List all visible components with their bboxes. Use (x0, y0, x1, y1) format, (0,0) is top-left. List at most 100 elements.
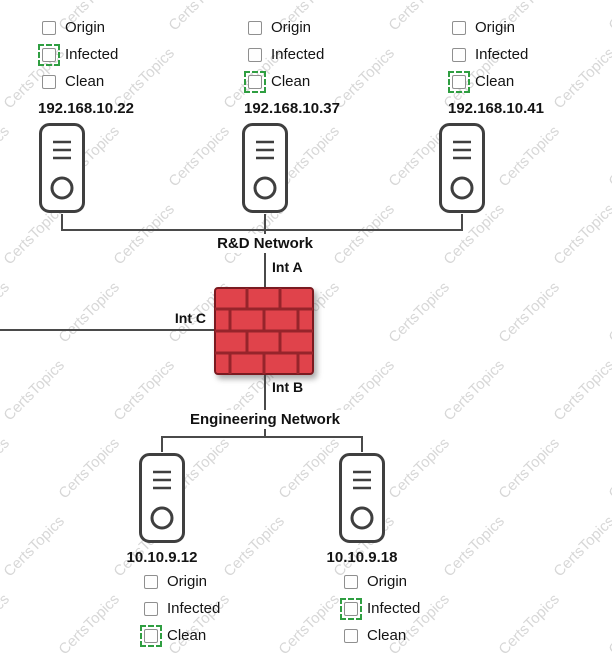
server-ip: 10.10.9.18 (326, 549, 398, 566)
option-infected[interactable]: Infected (140, 597, 220, 620)
checkbox[interactable] (144, 574, 158, 589)
checkbox-highlight (140, 571, 162, 593)
checkbox-highlight (244, 44, 266, 66)
checkbox-label: Origin (167, 573, 208, 590)
checkbox-label: Infected (167, 600, 221, 617)
rnd-network-label: R&D Network (195, 234, 335, 253)
watermark-text: CertsTopics (55, 278, 123, 347)
checkbox-highlight (38, 43, 60, 66)
checkbox-highlight (340, 571, 362, 593)
server-icon (241, 122, 289, 214)
watermark-text: CertsTopics (55, 590, 123, 659)
options-192-168-10-41: Origin Infected Clean 192.168.10.41 (448, 16, 544, 117)
int-c-line (0, 329, 214, 331)
checkbox[interactable] (344, 601, 358, 616)
checkbox[interactable] (452, 47, 466, 62)
checkbox[interactable] (452, 20, 466, 35)
watermark-text: CertsTopics (495, 434, 563, 503)
watermark-text: CertsTopics (220, 512, 288, 581)
watermark-text: CertsTopics (0, 590, 13, 659)
watermark-text: CertsTopics (495, 590, 563, 659)
connector-line (461, 214, 463, 230)
connector-line (61, 214, 63, 230)
option-infected[interactable]: Infected (448, 43, 544, 66)
watermark-text: CertsTopics (110, 356, 178, 425)
option-clean[interactable]: Clean (38, 70, 134, 93)
watermark-text: CertsTopics (0, 512, 68, 581)
checkbox-highlight (448, 70, 470, 93)
watermark-text: CertsTopics (0, 278, 13, 347)
watermark-text: CertsTopics (550, 356, 612, 425)
checkbox[interactable] (42, 47, 56, 62)
checkbox-label: Clean (475, 73, 515, 90)
watermark-text: CertsTopics (440, 512, 508, 581)
connector-line (264, 214, 266, 230)
checkbox[interactable] (248, 47, 262, 62)
checkbox[interactable] (344, 574, 358, 589)
watermark-text: CertsTopics (440, 356, 508, 425)
checkbox[interactable] (42, 74, 56, 89)
engineering-network-label: Engineering Network (175, 410, 355, 429)
checkbox-label: Infected (475, 46, 529, 63)
server-icon (138, 452, 186, 544)
checkbox-label: Origin (475, 19, 516, 36)
option-infected[interactable]: Infected (38, 43, 134, 66)
checkbox-highlight (340, 625, 362, 647)
checkbox-highlight (340, 597, 362, 620)
watermark-text: CertsTopics (0, 434, 13, 503)
watermark-text: CertsTopics (0, 0, 13, 35)
server-icon (338, 452, 386, 544)
watermark-text: CertsTopics (605, 122, 612, 191)
option-origin[interactable]: Origin (140, 570, 220, 593)
options-10-10-9-12: Origin Infected Clean (140, 570, 220, 647)
watermark-text: CertsTopics (0, 356, 68, 425)
checkbox-label: Clean (167, 627, 207, 644)
checkbox-highlight (448, 44, 470, 66)
watermark-text: CertsTopics (55, 434, 123, 503)
checkbox-highlight (140, 624, 162, 647)
server-ip: 192.168.10.37 (244, 100, 340, 117)
connector-line (161, 436, 163, 452)
server-ip: 192.168.10.41 (448, 100, 544, 117)
checkbox-label: Clean (367, 627, 407, 644)
option-clean[interactable]: Clean (140, 624, 220, 647)
option-infected[interactable]: Infected (244, 43, 340, 66)
firewall-icon (214, 287, 314, 375)
interface-label-int-b: Int B (272, 379, 304, 395)
connector-line (264, 375, 266, 437)
connector-line (361, 436, 363, 452)
checkbox[interactable] (144, 601, 158, 616)
server-ip: 10.10.9.12 (126, 549, 198, 566)
watermark-text: CertsTopics (0, 122, 13, 191)
option-clean[interactable]: Clean (340, 624, 420, 647)
watermark-text: CertsTopics (330, 200, 398, 269)
checkbox-highlight (38, 71, 60, 93)
checkbox[interactable] (248, 74, 262, 89)
checkbox[interactable] (42, 20, 56, 35)
checkbox-highlight (140, 598, 162, 620)
option-clean[interactable]: Clean (244, 70, 340, 93)
option-origin[interactable]: Origin (448, 16, 544, 39)
checkbox-label: Infected (271, 46, 325, 63)
watermark-text: CertsTopics (495, 278, 563, 347)
checkbox-label: Clean (65, 73, 105, 90)
checkbox-highlight (38, 17, 60, 39)
connector-line (264, 229, 266, 287)
interface-label-int-c: Int C (174, 310, 206, 326)
option-origin[interactable]: Origin (244, 16, 340, 39)
checkbox[interactable] (452, 74, 466, 89)
interface-label-int-a: Int A (272, 259, 303, 275)
checkbox-label: Origin (65, 19, 106, 36)
checkbox[interactable] (344, 628, 358, 643)
option-infected[interactable]: Infected (340, 597, 420, 620)
option-origin[interactable]: Origin (38, 16, 134, 39)
checkbox[interactable] (144, 628, 158, 643)
option-origin[interactable]: Origin (340, 570, 420, 593)
watermark-text: CertsTopics (385, 434, 453, 503)
server-ip: 192.168.10.22 (38, 100, 134, 117)
checkbox[interactable] (248, 20, 262, 35)
option-clean[interactable]: Clean (448, 70, 544, 93)
watermark-text: CertsTopics (550, 512, 612, 581)
watermark-text: CertsTopics (385, 0, 453, 35)
